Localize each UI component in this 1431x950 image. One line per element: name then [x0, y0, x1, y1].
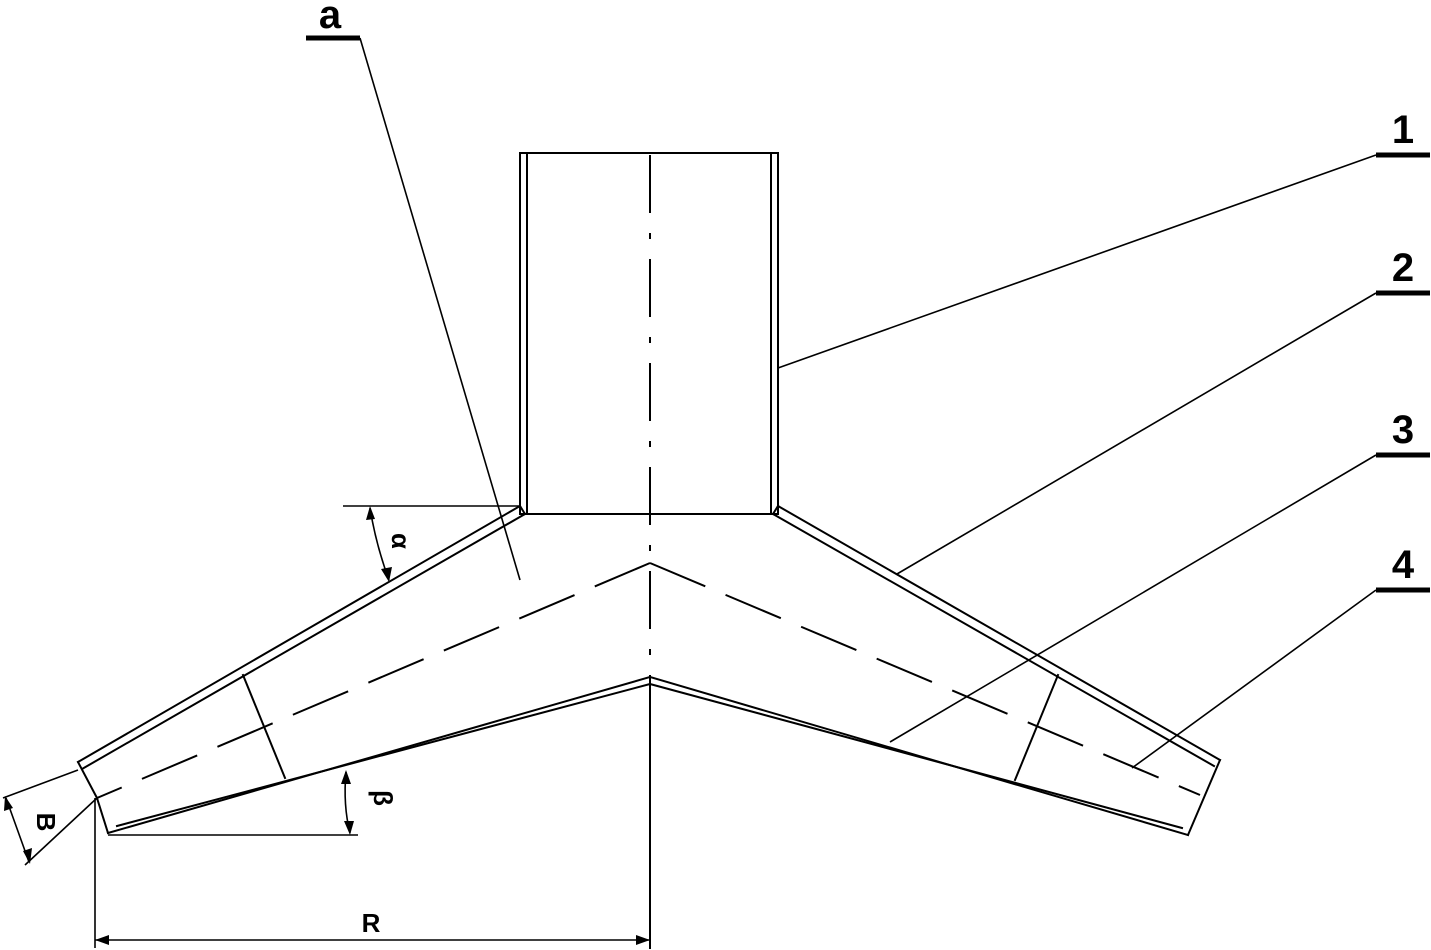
- callout-1: 1: [777, 108, 1430, 369]
- right-arm-top-inner: [771, 512, 1216, 768]
- right-arm-section-line: [1013, 673, 1060, 782]
- r-arrow-left: [95, 935, 109, 945]
- callout-a-label: a: [319, 0, 342, 37]
- right-arm-axis: [649, 562, 1201, 796]
- callout-a: a: [306, 0, 521, 581]
- left-junction: [518, 504, 527, 516]
- left-arm-top-outer: [76, 504, 522, 764]
- left-arm-axis: [96, 562, 651, 799]
- r-arrow-right: [636, 935, 650, 945]
- right-arm: [648, 504, 1222, 837]
- dimension-radius: R: [94, 798, 650, 948]
- dimension-alpha: α: [343, 505, 520, 582]
- right-junction: [771, 504, 780, 516]
- b-extension-top: [2, 769, 79, 799]
- left-arm-bottom-inner: [115, 682, 652, 828]
- alpha-label: α: [386, 533, 416, 549]
- alpha-arrow-top: [366, 506, 375, 520]
- callout-1-leader: [777, 154, 1377, 369]
- alpha-arrow-bottom: [381, 567, 392, 582]
- callout-1-label: 1: [1392, 108, 1414, 152]
- b-label: B: [31, 813, 61, 832]
- left-arm-top-inner: [80, 512, 527, 771]
- dimension-beta: β: [108, 770, 398, 836]
- left-arm-end-upper: [76, 760, 99, 800]
- b-arrow-bottom: [23, 848, 32, 864]
- callout-4-leader: [1131, 589, 1377, 769]
- r-label: R: [362, 908, 381, 938]
- callout-4-label: 4: [1392, 543, 1415, 587]
- callout-2: 2: [896, 246, 1430, 575]
- left-arm-bottom-outer: [106, 675, 652, 835]
- right-arm-bottom-inner: [648, 682, 1184, 830]
- callout-3: 3: [889, 408, 1430, 743]
- right-arm-top-outer: [776, 504, 1222, 762]
- callout-3-label: 3: [1392, 408, 1414, 452]
- callout-2-label: 2: [1392, 246, 1414, 290]
- dimension-width-b: B: [2, 769, 98, 866]
- right-arm-end: [1186, 758, 1222, 837]
- callout-4: 4: [1131, 543, 1430, 769]
- beta-arrow-bottom: [344, 821, 354, 835]
- b-extension-bottom: [24, 797, 98, 866]
- left-arm-end-lower: [95, 796, 110, 835]
- beta-label: β: [368, 790, 398, 806]
- b-arrow-top: [4, 796, 13, 811]
- callout-a-leader: [359, 37, 521, 581]
- callout-3-leader: [889, 454, 1377, 743]
- beta-arrow-top: [341, 770, 351, 784]
- callout-2-leader: [896, 292, 1377, 575]
- left-arm: [76, 504, 652, 835]
